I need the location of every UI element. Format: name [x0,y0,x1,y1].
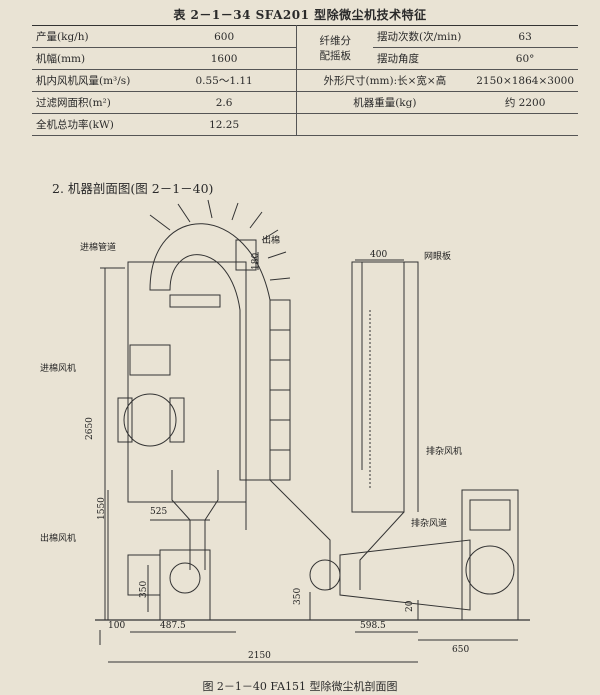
filter-chamber [351,261,405,513]
dim-350-a: 350 [139,581,149,598]
row-label: 产量(kg/h) [32,25,152,48]
swing-angle-label: 摆动角度 [373,47,473,70]
dim-2150: 2150 [248,651,271,661]
waste-duct-drum [309,559,341,591]
dim-650: 650 [452,645,469,655]
swing-count-value: 63 [472,25,578,48]
spec-table: 产量(kg/h) 600 纤维分 配摇板 摆动次数(次/min) 63 机幅(m… [32,25,578,136]
dim-525: 525 [150,507,167,517]
table-row: 机幅(mm) 1600 摆动角度 60° [32,47,578,70]
outlet-fan-wheel [169,562,201,594]
swing-count-label: 摆动次数(次/min) [373,25,473,48]
section-heading: 2. 机器剖面图(图 2－1－40) [52,181,214,196]
dim-400: 400 [370,250,387,260]
row-value: 2.6 [151,91,298,114]
inlet-bar [169,294,221,308]
row-label: 全机总功率(kW) [32,113,152,136]
group-label: 纤维分 配摇板 [296,25,374,70]
row-value: 0.55～1.11 [151,69,298,92]
figure-caption: 图 2－1－40 FA151 型除微尘机剖面图 [202,680,398,693]
row-value: 12.25 [151,113,298,136]
inlet-housing [127,261,247,503]
row-label: 机幅(mm) [32,47,152,70]
group-label-line2: 配摇板 [319,49,351,62]
dim-100: 100 [108,621,125,631]
waste-fan-motor [469,499,511,531]
dim-598-5: 598.5 [360,621,386,631]
label-waste-duct: 排杂风道 [411,517,447,529]
row-label: 机内风机风量(m³/s) [32,69,152,92]
row-value: 1600 [151,47,298,70]
inlet-fan-motor [129,344,171,376]
dim-180: 180 [251,253,261,270]
label-outlet-fan: 出棉风机 [40,532,76,544]
row-label: 过滤网面积(m²) [32,91,152,114]
label-inlet-pipe: 进棉管道 [80,241,116,253]
dim-20: 20 [405,600,415,612]
table-row: 全机总功率(kW) 12.25 [32,113,578,136]
inlet-fan-wheel [123,393,177,447]
outlet-stub [235,239,257,271]
waste-fan-wheel [465,545,515,595]
table-row: 过滤网面积(m²) 2.6 机器重量(kg) 约 2200 [32,91,578,114]
label-waste-fan: 排杂风机 [426,445,462,457]
label-mesh-plate: 网眼板 [424,250,451,262]
label-inlet-fan: 进棉风机 [40,362,76,374]
dims-label: 外形尺寸(mm):长×宽×高 [296,69,473,92]
dim-487-5: 487.5 [160,621,186,631]
weight-value: 约 2200 [472,91,578,114]
waste-duct [339,539,471,611]
dims-value: 2150×1864×3000 [472,69,578,92]
table-row: 产量(kg/h) 600 纤维分 配摇板 摆动次数(次/min) 63 [32,25,578,70]
table-title: 表 2－1－34 SFA201 型除微尘机技术特征 [173,8,427,22]
row-value: 600 [151,25,298,48]
dim-2650: 2650 [85,417,95,440]
table-row: 机内风机风量(m³/s) 0.55～1.11 外形尺寸(mm):长×宽×高 21… [32,69,578,92]
outlet-fan-housing [159,549,211,621]
group-label-line1: 纤维分 [319,34,351,47]
dim-1550: 1550 [97,497,107,520]
label-outlet: 出棉 [262,234,280,246]
weight-label: 机器重量(kg) [296,91,473,114]
swing-angle-value: 60° [472,47,578,70]
dim-350-b: 350 [293,588,303,605]
